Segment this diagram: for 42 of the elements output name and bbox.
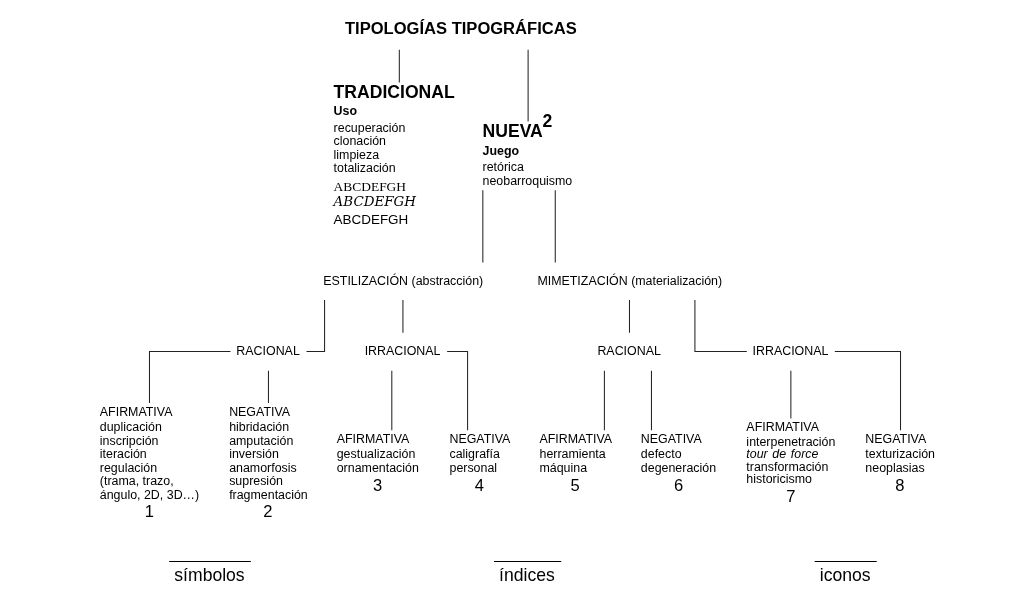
node-text: AFIRMATIVA gestualización ornamentación (336, 431, 419, 475)
node-text: RACIONAL (596, 344, 661, 359)
node-text: NEGATIVA defecto degeneración (640, 431, 716, 475)
connector (628, 299, 630, 334)
connector (527, 49, 529, 123)
connector (148, 351, 231, 404)
node-label: 5 (570, 475, 580, 495)
connector (789, 370, 791, 420)
connector (603, 370, 605, 431)
node-text: IRRACIONAL (364, 344, 440, 359)
connector (554, 189, 556, 264)
node-text: ESTILIZACIÓN (abstracción) (322, 273, 483, 288)
connector (305, 299, 325, 353)
node-label: 6 (673, 475, 683, 495)
connector (833, 351, 901, 431)
connector (481, 189, 483, 264)
node-text: IRRACIONAL (752, 344, 828, 359)
connector (267, 370, 269, 404)
node-text: NEGATIVA texturización neoplasias (864, 431, 935, 475)
node-label: 2 (262, 502, 272, 522)
node-label: 7 (785, 486, 795, 506)
label: iconos (819, 564, 871, 585)
node-label: 8 (894, 475, 905, 495)
node-text: NEGATIVA caligrafía personal (448, 431, 510, 475)
connector (446, 351, 468, 431)
connector (693, 299, 747, 353)
node-label: 4 (474, 475, 484, 495)
node-text: TRADICIONAL Uso recuperación clonación limpieza totalización ABCDEFGH ABCDEFGH ABCDEFGH (333, 81, 455, 227)
node-text: AFIRMATIVA interpenetración tour de force transformación historicismo (745, 420, 835, 487)
node-label: 3 (372, 475, 382, 495)
label: índices (498, 564, 555, 585)
node-text: RACIONAL (235, 344, 300, 359)
node-text: AFIRMATIVA herramienta máquina (538, 431, 612, 475)
connector (398, 49, 400, 83)
connector (390, 370, 392, 431)
node-text: TIPOLOGÍAS TIPOGRÁFICAS (344, 18, 577, 38)
node-text: AFIRMATIVA duplicación inscripción iteración regulación (trama, trazo, ángulo, 2D, 3D…) (99, 404, 199, 502)
label: símbolos (173, 564, 245, 585)
connector (650, 370, 652, 431)
node-text: NEGATIVA hibridación amputación inversión anamorfosis supresión fragmentación (228, 404, 308, 502)
node-text: MIMETIZACIÓN (materialización) (536, 273, 722, 288)
node-label: 1 (144, 502, 154, 522)
